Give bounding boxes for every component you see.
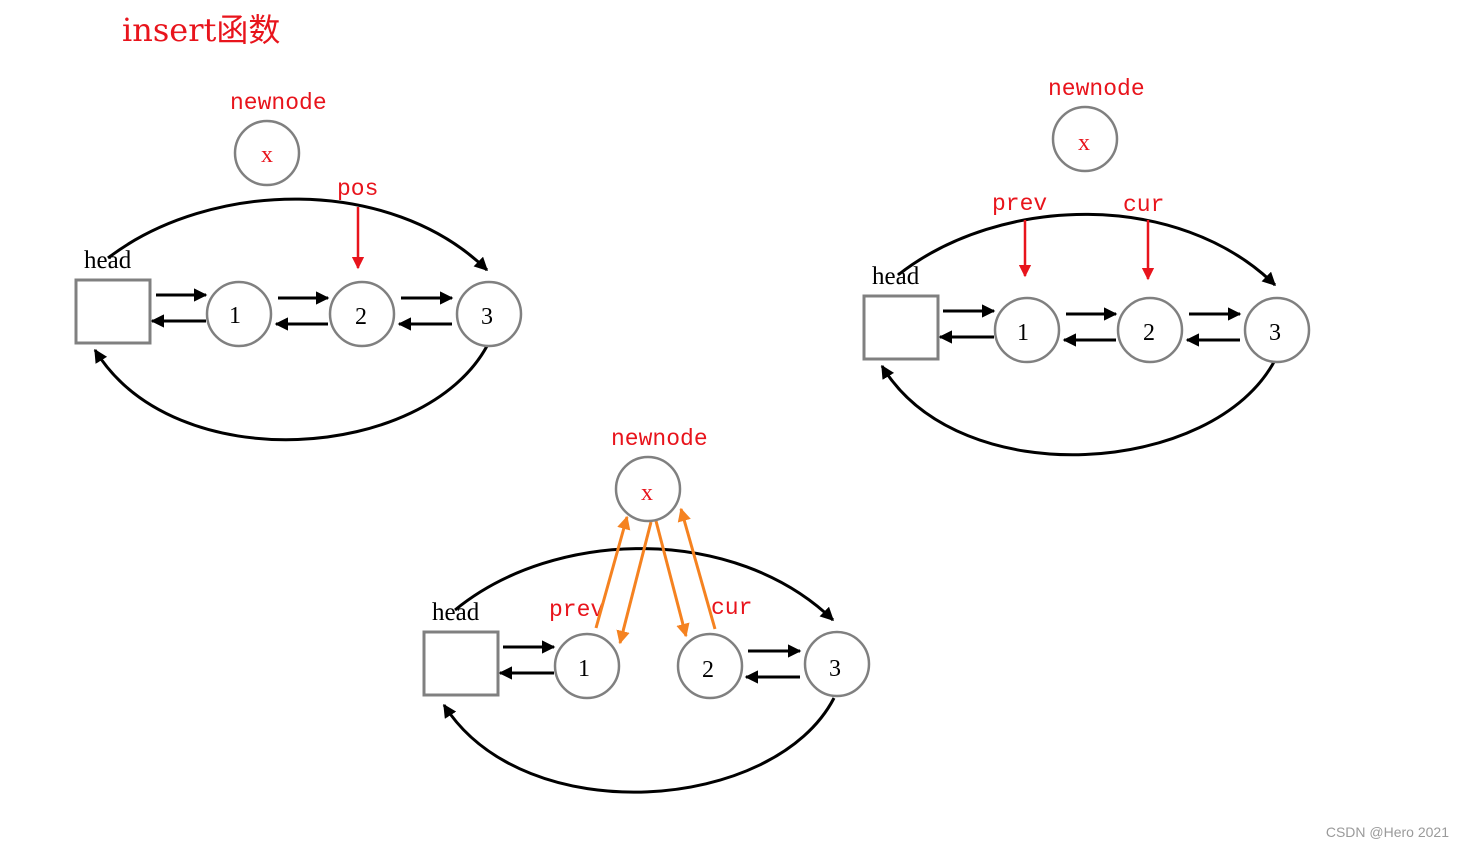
diagram-title: insert函数 (122, 11, 280, 49)
p3-head-label: head (432, 599, 480, 626)
p1-node-1 (205, 280, 273, 348)
p3-link-node2-to-newnode (677, 507, 717, 630)
panel-2-prev-cur: newnode x prev cur head 1 2 3 (862, 76, 1311, 457)
p2-cur-label: cur (1123, 192, 1164, 218)
p2-newnode-label: newnode (1048, 76, 1145, 102)
p3-node-2-value: 2 (702, 657, 714, 683)
p3-newnode-circle (614, 455, 682, 523)
p2-node-1-value: 1 (1017, 320, 1029, 346)
p1-node-2-value: 2 (355, 304, 367, 330)
p2-node-2 (1116, 296, 1184, 364)
p1-head-label: head (84, 247, 132, 274)
p2-head-box (862, 294, 940, 361)
p3-newnode-value: x (641, 480, 653, 506)
p3-link-newnode-to-node1 (616, 521, 653, 645)
p1-node-2 (328, 280, 396, 348)
p3-link-node1-to-newnode (594, 515, 631, 629)
p1-arc-tail-to-head (93, 345, 489, 442)
p2-newnode-value: x (1078, 130, 1090, 156)
p1-node-1-value: 1 (229, 303, 241, 329)
p1-head-box (74, 278, 152, 345)
p1-newnode-value: x (261, 142, 273, 168)
p1-newnode-circle (233, 119, 301, 187)
p3-node-3 (803, 630, 871, 698)
watermark: CSDN @Hero 2021 (1326, 824, 1449, 840)
p2-node-3-value: 3 (1269, 320, 1281, 346)
panel-3-linked: newnode head prev cur x 1 2 3 (422, 426, 871, 794)
p3-head-box (422, 630, 500, 697)
p1-node-3-value: 3 (481, 304, 493, 330)
p3-node-2 (676, 632, 744, 700)
p2-arc-head-to-tail (897, 212, 1277, 287)
p3-prev-label: prev (549, 597, 604, 623)
p3-newnode-label: newnode (611, 426, 708, 452)
p2-head-label: head (872, 263, 920, 290)
p2-node-1 (993, 296, 1061, 364)
panel-1-pos: newnode x pos head 1 2 3 (74, 90, 523, 442)
p3-link-newnode-to-node2 (654, 520, 690, 638)
p1-newnode-label: newnode (230, 90, 327, 116)
p2-arc-tail-to-head (880, 359, 1277, 457)
p1-arc-head-to-tail (107, 197, 489, 272)
p2-node-3 (1243, 296, 1311, 364)
p3-arc-head-to-tail (454, 547, 835, 622)
p2-newnode-circle (1051, 105, 1119, 173)
p3-arc-tail-to-head (442, 697, 836, 794)
p3-cur-label: cur (711, 595, 752, 621)
p1-node-3 (455, 280, 523, 348)
p3-node-1 (553, 632, 621, 700)
p1-pos-label: pos (337, 176, 378, 202)
p2-node-2-value: 2 (1143, 320, 1155, 346)
p2-prev-label: prev (992, 191, 1047, 217)
p3-node-3-value: 3 (829, 656, 841, 682)
p3-node-1-value: 1 (578, 656, 590, 682)
